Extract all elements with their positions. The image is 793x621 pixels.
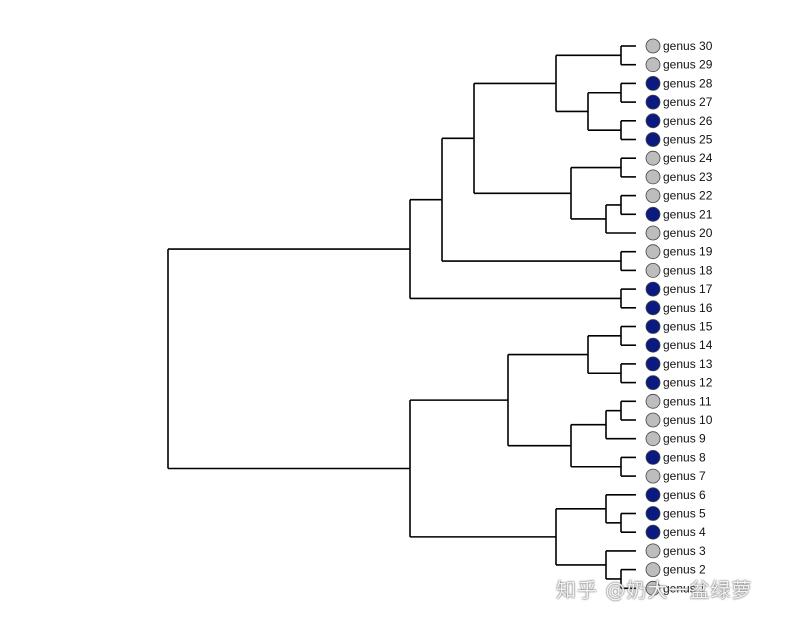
tip-marker [645, 524, 661, 540]
tip-marker [645, 506, 661, 521]
tip-marker [645, 150, 661, 166]
tip-marker [645, 225, 661, 241]
tip-marker [645, 113, 661, 129]
tip-label: genus 1 [663, 581, 706, 595]
tip-label: genus 28 [663, 76, 713, 90]
tip-label: genus 17 [663, 282, 713, 296]
tip-label: genus 6 [663, 488, 706, 502]
tip-label: genus 3 [663, 544, 706, 558]
tip-marker [645, 487, 661, 503]
tip-marker [645, 169, 661, 185]
tip-marker [645, 57, 661, 73]
tip-marker [645, 94, 661, 110]
tip-marker [645, 468, 661, 484]
tip-marker [645, 356, 661, 372]
tip-marker [645, 244, 661, 260]
tip-marker [645, 449, 661, 465]
tip-marker [645, 375, 661, 391]
tip-marker [645, 206, 661, 222]
tip-label: genus 23 [663, 170, 713, 184]
tip-marker [645, 319, 661, 334]
tip-marker [645, 337, 661, 353]
tip-marker [645, 132, 661, 147]
tip-label: genus 25 [663, 133, 713, 147]
watermark: 知乎 @奶大一盆绿萝 [556, 578, 753, 602]
tip-label: genus 26 [663, 114, 713, 128]
tip-label: genus 7 [663, 469, 706, 483]
tip-marker [645, 580, 661, 596]
tip-label: genus 14 [663, 338, 713, 352]
tip-label: genus 21 [663, 207, 713, 221]
tip-label: genus 10 [663, 413, 713, 427]
tip-label: genus 13 [663, 357, 713, 371]
tip-label: genus 9 [663, 432, 706, 446]
tip-label: genus 4 [663, 525, 706, 539]
tip-label: genus 2 [663, 563, 706, 577]
tip-label: genus 16 [663, 301, 713, 315]
tip-label: genus 24 [663, 151, 713, 165]
tip-marker [645, 300, 661, 316]
tip-marker [645, 188, 661, 204]
tip-label: genus 19 [663, 245, 713, 259]
tip-label: genus 8 [663, 450, 706, 464]
tip-label: genus 12 [663, 376, 713, 390]
tip-label: genus 20 [663, 226, 713, 240]
tip-label: genus 15 [663, 320, 713, 334]
tip-marker [645, 431, 661, 447]
tree-branches [167, 45, 636, 590]
tip-marker [645, 76, 661, 91]
tip-marker [645, 281, 661, 297]
tip-label: genus 5 [663, 507, 706, 521]
tip-label: genus 29 [663, 58, 713, 72]
tip-marker [645, 543, 661, 559]
tip-marker [645, 38, 661, 54]
tip-label: genus 27 [663, 95, 713, 109]
tip-marker [645, 562, 661, 577]
tip-label: genus 11 [663, 394, 712, 408]
tip-label: genus 22 [663, 189, 713, 203]
tip-label: genus 18 [663, 263, 713, 277]
tip-marker [645, 393, 661, 409]
tip-marker [645, 412, 661, 428]
tip-marker [645, 262, 661, 278]
tree-tips: genus 30 genus 29 genus 28 genus 27 genus 26… [645, 38, 713, 596]
tip-label: genus 30 [663, 39, 713, 53]
